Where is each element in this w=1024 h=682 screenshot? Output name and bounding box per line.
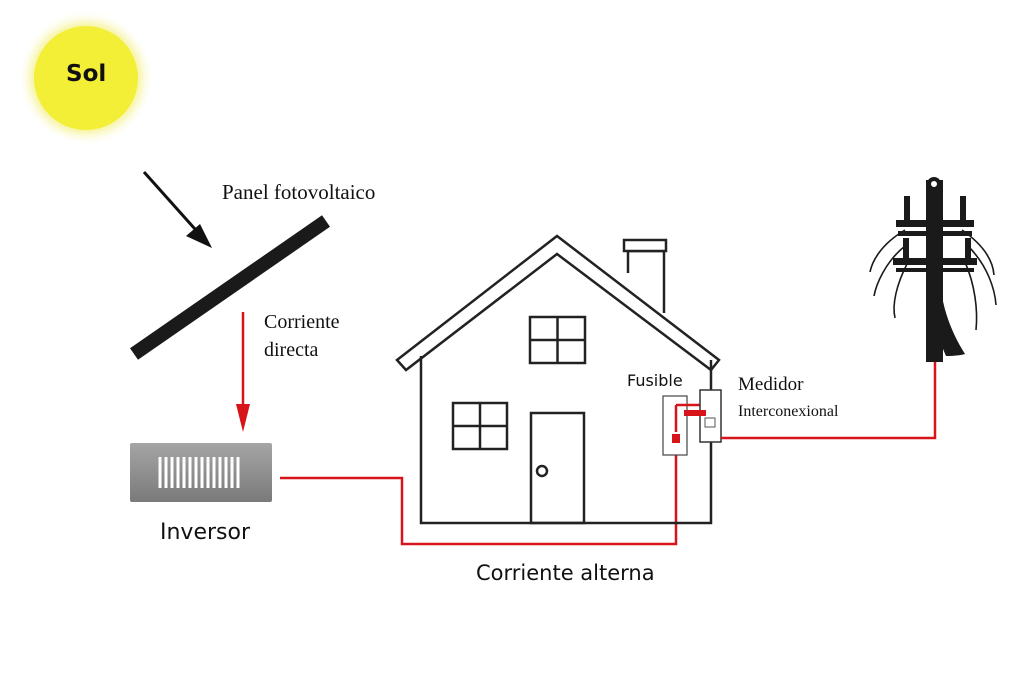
- dc-label-line2: directa: [264, 339, 319, 361]
- inverter-icon: [130, 443, 272, 502]
- meter-icon: [684, 389, 722, 443]
- dc-arrow: [236, 312, 250, 432]
- grid-wire: [721, 362, 937, 440]
- ac-label: Corriente alterna: [476, 561, 655, 585]
- utility-pole-icon: [869, 177, 997, 362]
- meter-label-line2: Interconexional: [738, 403, 839, 420]
- fuse-box-icon: [662, 395, 702, 456]
- house-icon: [395, 234, 721, 525]
- dc-label-line1: Corriente: [264, 311, 340, 333]
- inverter-label: Inversor: [160, 520, 250, 545]
- sun-icon: [18, 10, 154, 146]
- meter-label-line1: Medidor: [738, 374, 804, 395]
- sunlight-arrow: [142, 171, 212, 248]
- solar-panel-icon: [130, 215, 330, 360]
- sun-label: Sol: [66, 61, 107, 87]
- fuse-label: Fusible: [627, 371, 683, 390]
- ac-wire: [280, 432, 678, 546]
- panel-label: Panel fotovoltaico: [222, 180, 376, 204]
